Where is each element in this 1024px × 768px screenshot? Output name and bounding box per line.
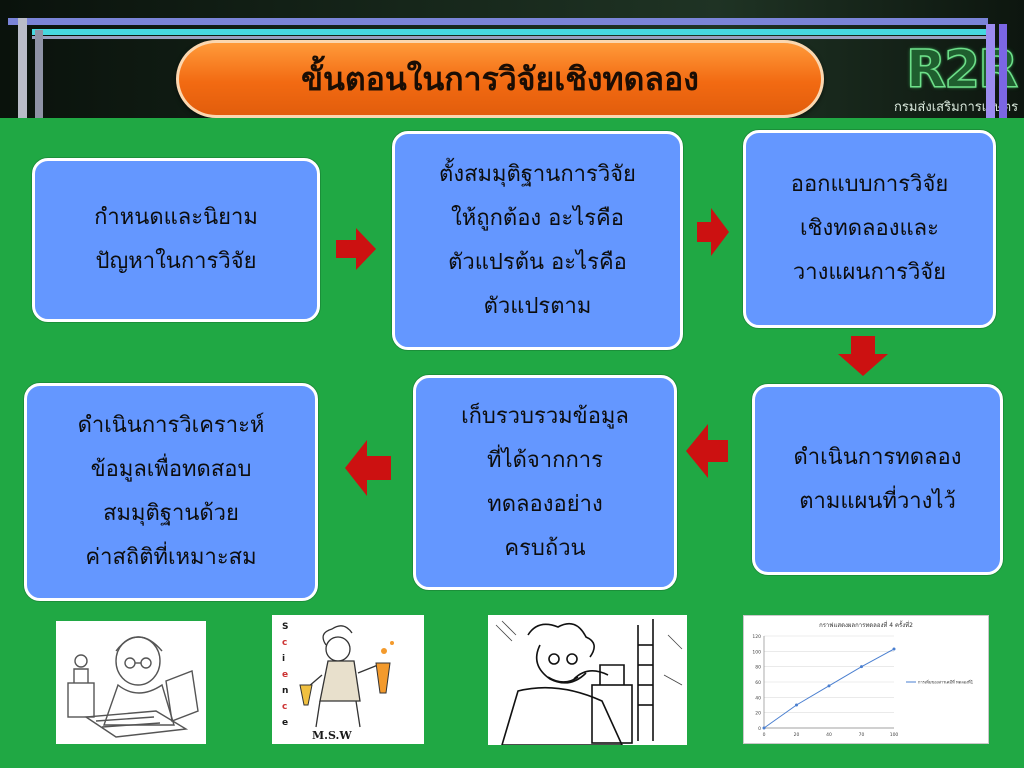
header-post [986, 24, 995, 118]
header-post [35, 30, 43, 118]
svg-text:S: S [282, 622, 288, 632]
science-cartoon-image: S c i e n c e M.S.W [272, 615, 424, 744]
arrow-down-icon [838, 336, 888, 376]
arrow-right-icon [336, 228, 376, 270]
scientist-sketch-image [56, 621, 206, 744]
arrow-left-icon [686, 424, 728, 478]
chart-data-point [795, 703, 798, 707]
svg-text:c: c [282, 702, 287, 712]
header-post [999, 24, 1007, 118]
arrow-left-icon [345, 440, 391, 496]
svg-text:e: e [282, 670, 288, 680]
step-box-analyze: ดำเนินการวิเคราะห์ ข้อมูลเพื่อทดสอบ สมมุ… [24, 383, 318, 601]
lab-scientist-image [488, 615, 687, 745]
svg-text:c: c [282, 638, 287, 648]
header-stripe [32, 29, 988, 35]
title-banner: ขั้นตอนในการวิจัยเชิงทดลอง [176, 40, 824, 118]
chart-y-tick-label: 40 [755, 695, 761, 701]
line-chart-image: กราฟแสดงผลการทดลองที่ 4 ครั้งที่2 0 20 40 6… [743, 615, 989, 744]
svg-text:n: n [282, 686, 288, 696]
header-stripe [8, 18, 988, 25]
chart-data-point [860, 665, 863, 669]
line-chart: 0 20 40 60 80 100 120 0 20 40 70 100 การเพิ่มของสารเ… [752, 634, 974, 738]
step-box-run-experiment: ดำเนินการทดลอง ตามแผนที่วางไว้ [752, 384, 1003, 575]
chart-x-tick-label: 100 [890, 732, 899, 738]
chart-y-tick-label: 120 [752, 634, 761, 640]
chart-series-line [763, 648, 895, 729]
chart-x-tick-label: 20 [794, 732, 800, 738]
header-post [18, 18, 27, 118]
chart-y-tick-label: 80 [755, 665, 761, 671]
chart-data-point [762, 726, 766, 730]
header-stripe [32, 36, 988, 39]
chart-legend-label: การเพิ่มของสารเคมีที่ ทดลองที่1 [918, 680, 974, 685]
svg-text:e: e [282, 718, 288, 728]
step-box-design: ออกแบบการวิจัย เชิงทดลองและ วางแผนการวิจ… [743, 130, 996, 328]
chart-data-point [827, 684, 831, 688]
slide-title: ขั้นตอนในการวิจัยเชิงทดลอง [301, 59, 699, 98]
header-band: ขั้นตอนในการวิจัยเชิงทดลอง R2R กรมส่งเสร… [0, 0, 1024, 118]
step-box-define-problem: กำหนดและนิยาม ปัญหาในการวิจัย [32, 158, 320, 322]
step-box-hypothesis: ตั้งสมมุติฐานการวิจัย ให้ถูกต้อง อะไรคือ… [392, 131, 683, 350]
step-box-collect-data: เก็บรวบรวมข้อมูล ที่ได้จากการ ทดลองอย่าง… [413, 375, 677, 590]
chart-x-tick-label: 70 [859, 732, 865, 738]
chart-title: กราฟแสดงผลการทดลองที่ 4 ครั้งที่2 [819, 622, 913, 629]
chart-y-tick-label: 0 [758, 726, 761, 732]
chart-data-point [892, 647, 896, 651]
svg-text:i: i [282, 654, 285, 664]
chart-y-tick-label: 100 [752, 649, 761, 655]
chart-x-tick-label: 0 [763, 732, 766, 738]
arrow-right-icon [697, 208, 729, 256]
chart-y-tick-label: 60 [755, 680, 761, 686]
chart-x-tick-label: 40 [826, 732, 832, 738]
msw-caption: M.S.W [312, 729, 352, 742]
chart-y-tick-label: 20 [755, 711, 761, 717]
